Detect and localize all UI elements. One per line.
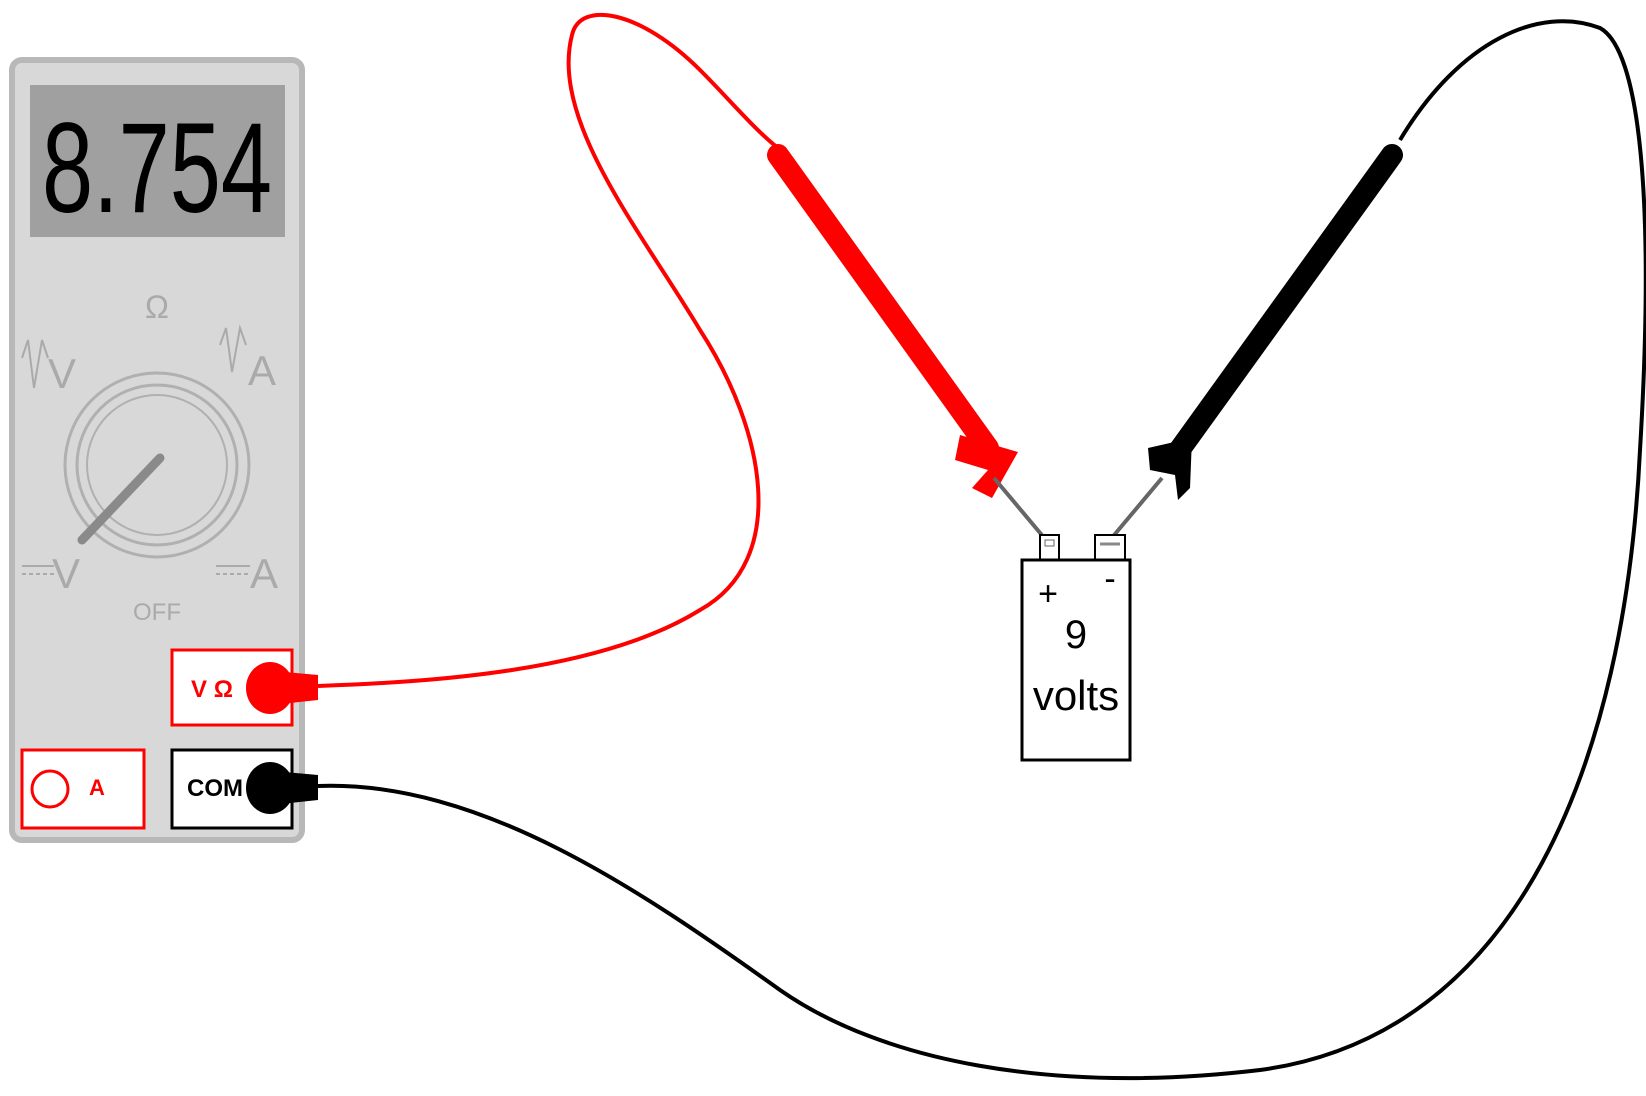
amp-jack-socket [30, 769, 70, 809]
black-probe-tip [1108, 476, 1164, 542]
dial-dc-amps-label: A [250, 550, 278, 597]
ac-amps-position[interactable]: A [219, 324, 276, 394]
red-probe[interactable] [767, 144, 1048, 542]
dc-amps-position[interactable]: A [216, 550, 278, 597]
dial-pointer [77, 453, 165, 545]
range-selector-dial[interactable] [63, 371, 251, 559]
dial-off-label[interactable]: OFF [133, 599, 181, 626]
multimeter-body [9, 57, 305, 843]
amp-jack-label: A [89, 775, 105, 800]
red-lead-wire [317, 12, 780, 688]
amp-jack[interactable]: A [20, 748, 146, 830]
ac-volts-position[interactable]: V [21, 339, 76, 397]
battery-body [1020, 558, 1132, 762]
red-lead-plug[interactable] [246, 662, 318, 714]
dial-ohm-label: Ω [145, 289, 169, 325]
dial-dc-volts-label: V [52, 550, 80, 597]
volt-ohm-jack-label: V Ω [191, 676, 233, 703]
black-probe[interactable] [1108, 144, 1403, 542]
dc-volts-position[interactable]: V [22, 550, 80, 597]
battery-plus-label: + [1038, 575, 1058, 613]
black-lead-plug[interactable] [246, 762, 318, 814]
common-jack-label: COM [187, 775, 243, 802]
black-lead-wire [317, 19, 1646, 1081]
red-probe-tip [992, 476, 1048, 542]
multimeter: 8.754 Ω V A V A OFF [9, 57, 305, 843]
battery: + - 9 volts [1020, 534, 1132, 762]
battery-unit-label: volts [1033, 672, 1119, 719]
battery-negative-terminal [1094, 534, 1126, 561]
battery-positive-terminal [1039, 534, 1060, 561]
dial-ac-volts-label: V [48, 350, 76, 397]
battery-minus-label: - [1104, 560, 1115, 598]
meter-display [30, 85, 285, 237]
ac-wave-icon [219, 324, 247, 373]
ac-wave-icon [21, 339, 49, 389]
meter-reading: 8.754 [42, 97, 272, 240]
dial-ac-amps-label: A [248, 347, 276, 394]
battery-value-label: 9 [1065, 613, 1087, 657]
